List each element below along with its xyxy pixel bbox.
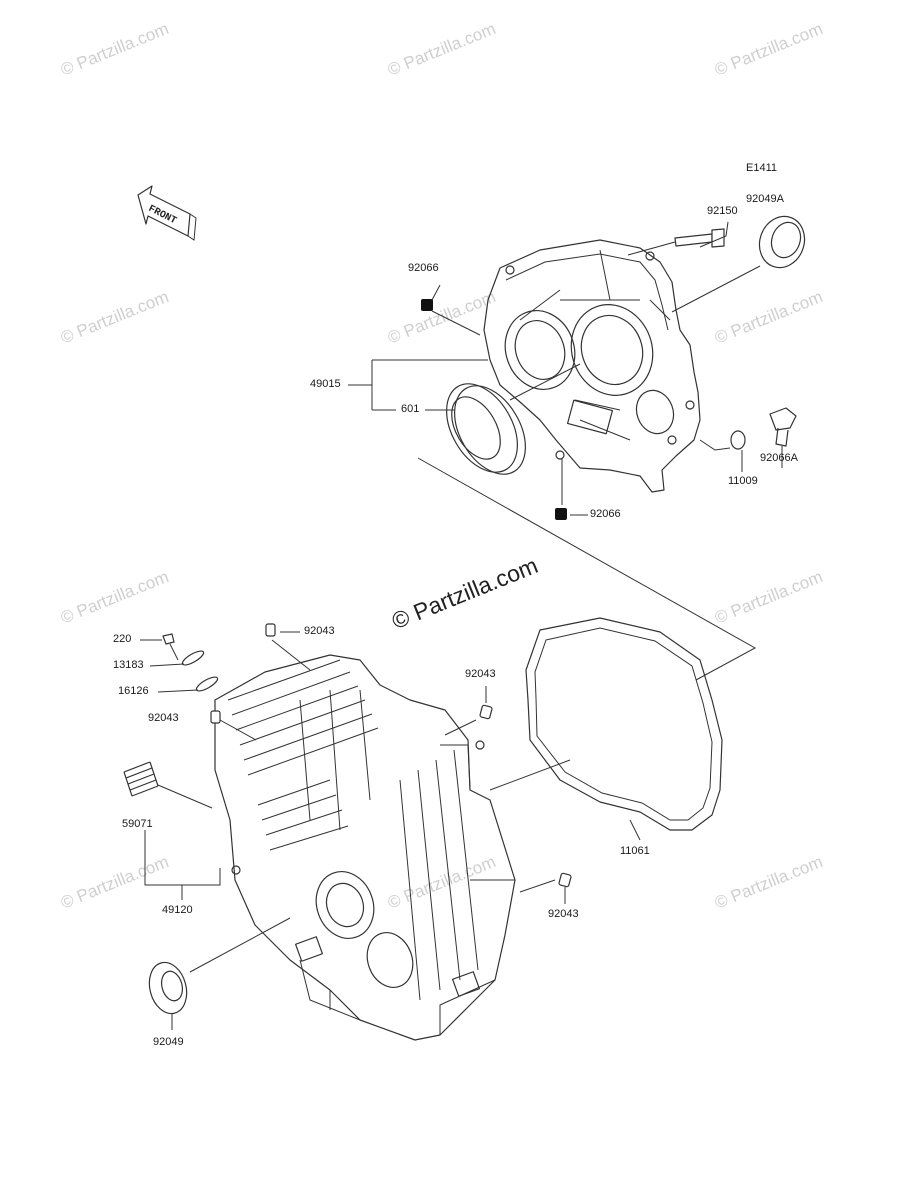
part-label-16126[interactable]: 16126 xyxy=(118,685,149,697)
part-label-13183[interactable]: 13183 xyxy=(113,659,144,671)
dowel-pin-92066-bottom xyxy=(555,508,567,520)
part-label-92066-bottom[interactable]: 92066 xyxy=(590,508,621,520)
part-label-11061[interactable]: 11061 xyxy=(620,845,650,857)
washer-11009 xyxy=(730,430,746,450)
plug-92066a xyxy=(769,407,797,447)
dowel-pin-92043-top xyxy=(265,623,276,637)
gasket-11061 xyxy=(525,617,723,831)
bolt-220 xyxy=(162,633,179,661)
part-label-92043-top[interactable]: 92043 xyxy=(304,625,335,637)
dowel-pin-92066-top xyxy=(421,299,433,311)
plate-16126 xyxy=(195,676,219,692)
part-label-220[interactable]: 220 xyxy=(113,633,132,645)
oil-seal-92049 xyxy=(148,961,188,1015)
part-label-601[interactable]: 601 xyxy=(401,403,420,415)
bolt-92150 xyxy=(674,228,725,248)
part-label-92043-bottom[interactable]: 92043 xyxy=(548,908,579,920)
part-label-92066-top[interactable]: 92066 xyxy=(408,262,439,274)
part-label-92043-left[interactable]: 92043 xyxy=(148,712,179,724)
diagram-code: E1411 xyxy=(746,162,777,174)
part-label-92150[interactable]: 92150 xyxy=(707,205,738,217)
dowel-pin-92043-bottom xyxy=(558,872,572,888)
front-arrow-icon: FRONT xyxy=(137,185,197,241)
part-label-92043-right[interactable]: 92043 xyxy=(465,668,496,680)
part-label-92049[interactable]: 92049 xyxy=(153,1036,184,1048)
bearing-601 xyxy=(446,383,526,475)
part-label-92066a[interactable]: 92066A xyxy=(760,452,798,464)
gasket-13183 xyxy=(181,650,205,666)
oil-seal-92049a xyxy=(758,215,806,269)
dowel-pin-92043-left xyxy=(210,710,221,724)
part-label-59071[interactable]: 59071 xyxy=(122,818,153,830)
crankcase-cover xyxy=(483,239,701,493)
breather-spring-59071 xyxy=(123,761,159,797)
part-label-11009[interactable]: 11009 xyxy=(728,475,758,487)
crankcase-body xyxy=(214,654,516,1041)
dowel-pin-92043-right xyxy=(479,704,493,720)
part-label-49015[interactable]: 49015 xyxy=(310,378,341,390)
part-label-92049a[interactable]: 92049A xyxy=(746,193,784,205)
part-label-49120[interactable]: 49120 xyxy=(162,904,193,916)
